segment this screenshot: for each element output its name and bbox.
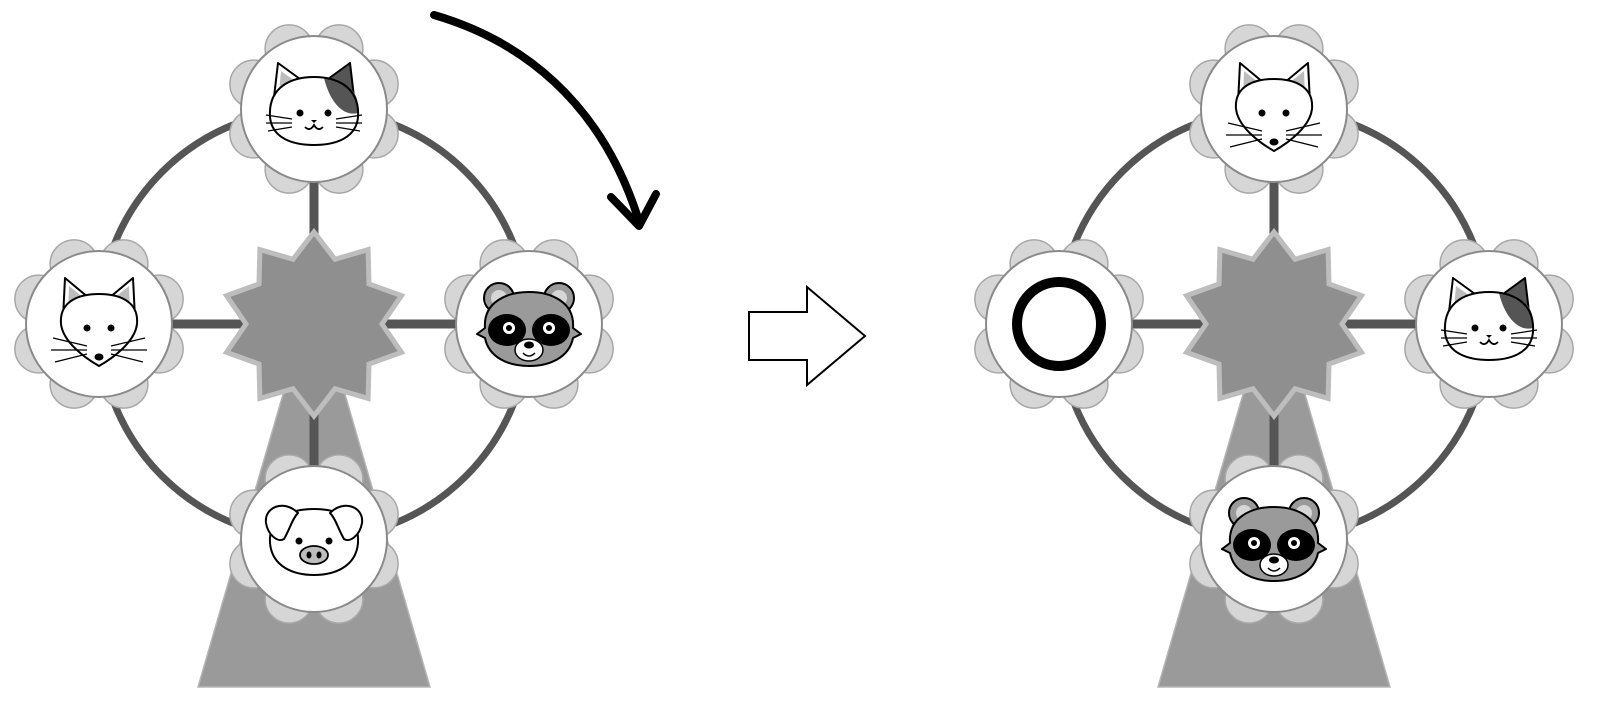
right-arrow-icon [748, 284, 867, 388]
raccoon-icon [476, 282, 582, 367]
clockwise-arrow-icon [430, 11, 660, 230]
rotation-arrow [430, 11, 660, 230]
raccoon-icon [1221, 497, 1327, 582]
pig-icon [264, 504, 364, 576]
gondola-left [14, 239, 184, 409]
gondola-bottom [1189, 454, 1359, 624]
wheel-hub [222, 227, 406, 421]
gondola-right [444, 239, 614, 409]
gondola-right [1404, 239, 1574, 409]
gondola-left [974, 239, 1144, 409]
transition-arrow [748, 284, 867, 388]
gondola-top [229, 24, 399, 194]
wheel-hub [1182, 227, 1366, 421]
gondola-top [1189, 24, 1359, 194]
gondola-bottom [229, 454, 399, 624]
ferris-wheel-before [14, 24, 614, 688]
ferris-wheel-after [974, 24, 1574, 688]
